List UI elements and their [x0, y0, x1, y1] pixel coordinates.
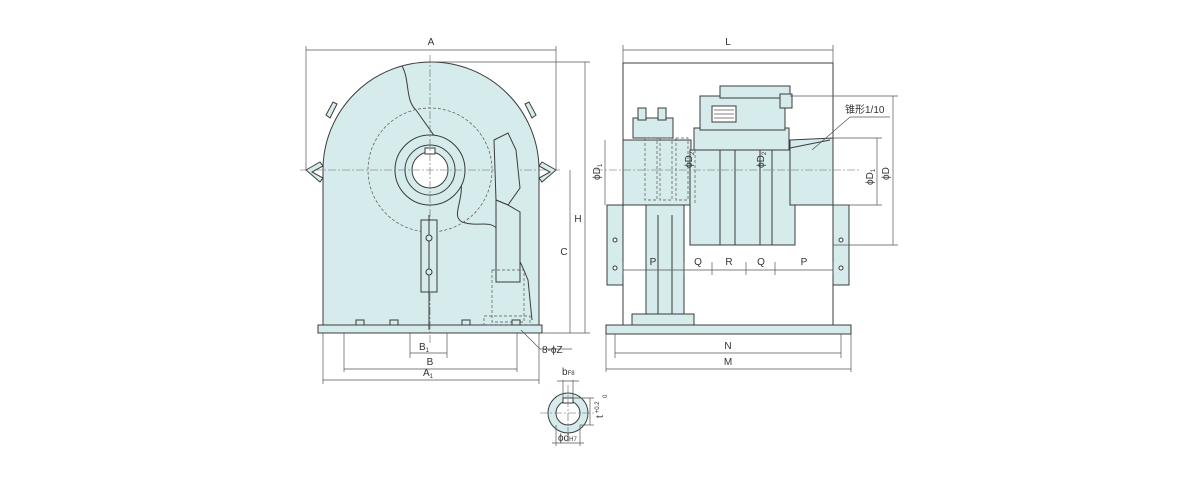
slot-bolt-top	[425, 234, 433, 242]
brake-arm	[495, 199, 521, 283]
leader-Z	[520, 329, 541, 350]
top-brake-cap	[719, 85, 791, 99]
dim-label-b: bF8	[562, 367, 575, 378]
dim-label-P-left: P	[650, 257, 657, 268]
dim-label-P-right: P	[801, 257, 808, 268]
slot-bolt-bottom	[425, 268, 433, 276]
dim-label-L: L	[725, 37, 731, 48]
dim-label-C: C	[560, 247, 567, 258]
support-pedestal	[645, 204, 685, 326]
left-clamp-block	[632, 117, 674, 139]
dim-label-B1: B1	[419, 342, 430, 354]
dim-label-D2-left: ϕD2	[684, 151, 696, 168]
dim-label-D2-right: ϕD2	[756, 151, 768, 168]
dim-label-Q-right: Q	[757, 257, 765, 268]
left-lifting-lug	[325, 101, 338, 119]
dim-label-t: t+0.2	[595, 401, 606, 418]
side-dimensions: L 锥形1/10 ϕD1 ϕD2 ϕD2 ϕD1 ϕD P Q R Q P	[592, 37, 898, 372]
taper-line	[789, 139, 831, 149]
dim-label-Q-left: Q	[694, 257, 702, 268]
dashed-base-cutout	[483, 315, 531, 326]
left-hidden-bolts	[644, 137, 689, 201]
side-base-plate	[605, 324, 852, 335]
left-mounting-flange	[606, 204, 624, 286]
dim-label-M: M	[724, 357, 732, 368]
dim-label-d: ϕdH7	[558, 433, 578, 444]
top-brake-knob	[779, 93, 793, 109]
dim-label-A1: A1	[423, 368, 434, 380]
top-brake-hatch	[714, 109, 734, 119]
front-view	[300, 55, 562, 345]
disk-ribs	[719, 150, 773, 245]
tapered-hub	[789, 137, 834, 206]
dim-label-D1-right: ϕD1	[865, 168, 877, 185]
brake-arm-foot	[491, 269, 525, 323]
taper-note: 锥形1/10	[845, 104, 885, 116]
left-handle	[305, 161, 324, 183]
dim-label-t-lower: 0	[603, 394, 609, 398]
side-view	[595, 62, 860, 335]
dim-label-R: R	[725, 257, 732, 268]
front-dimensions: A H C B1 B A1 8-ϕZ	[305, 37, 590, 384]
dim-label-A: A	[428, 37, 435, 48]
right-lifting-lug	[524, 101, 537, 119]
keyway-detail: bF8 t+0.2 0 ϕdH7	[540, 367, 609, 446]
leader-taper	[811, 116, 851, 151]
dim-label-H: H	[574, 214, 581, 225]
right-handle	[538, 161, 557, 183]
dim-label-B: B	[427, 357, 434, 368]
dim-label-N: N	[724, 341, 731, 352]
base-bolts	[355, 319, 521, 326]
dim-label-Z: 8-ϕZ	[542, 345, 563, 356]
pedestal-foot	[631, 313, 695, 326]
coupling-outer-ring	[693, 127, 790, 151]
coupling-center-body	[689, 149, 796, 246]
dim-label-D1-left: ϕD1	[592, 163, 604, 180]
dim-label-D: ϕD	[881, 167, 892, 180]
